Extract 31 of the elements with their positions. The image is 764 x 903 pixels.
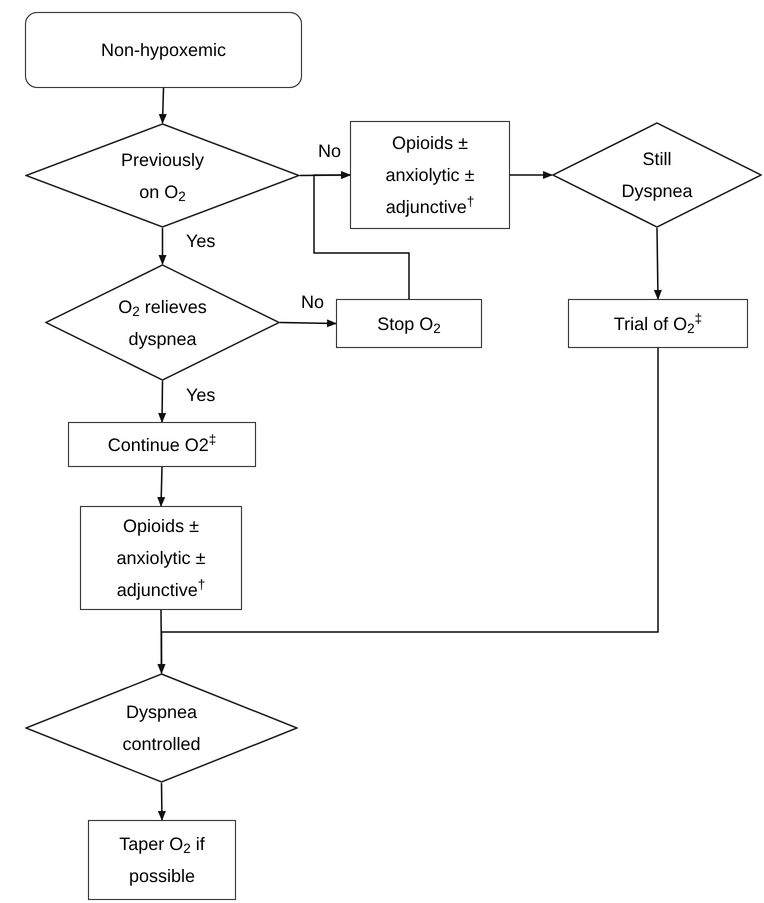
arrow bbox=[313, 171, 410, 299]
node-text: Previously on O$_{2}$ bbox=[120, 148, 206, 206]
node-text: Still Dyspnea bbox=[620, 148, 694, 203]
process-box bbox=[80, 506, 242, 610]
arrow bbox=[158, 380, 166, 423]
arrow bbox=[654, 228, 662, 300]
arrow bbox=[157, 466, 166, 507]
node-text: Dyspnea controlled bbox=[121, 701, 202, 756]
node-text: Continue O2$^{‡}$ bbox=[108, 430, 216, 456]
process-box bbox=[350, 121, 510, 229]
arrow bbox=[158, 782, 166, 821]
process-box bbox=[336, 299, 482, 348]
process-box bbox=[88, 820, 236, 900]
process-box bbox=[68, 422, 256, 467]
arrow bbox=[158, 228, 166, 265]
node-text: Non-hypoxemic bbox=[100, 39, 226, 62]
decision-diamond bbox=[45, 264, 280, 381]
arrow bbox=[157, 610, 166, 674]
node-text: Stop O$_{2}$ bbox=[377, 312, 441, 338]
decision-diamond bbox=[552, 122, 762, 228]
node-text: Opioids ± anxiolytic ± adjunctive$^{†}$ bbox=[116, 515, 206, 602]
node-text: O$_{2}$ relieves dyspnea bbox=[117, 296, 208, 351]
node-text: Opioids ± anxiolytic ± adjunctive$^{†}$ bbox=[384, 132, 476, 219]
process-box bbox=[568, 299, 748, 348]
start-box bbox=[25, 12, 302, 88]
decision-diamond bbox=[25, 123, 300, 228]
node-text: Taper O$_{2}$ if possible bbox=[118, 833, 206, 888]
arrow bbox=[280, 319, 337, 328]
arrow bbox=[510, 171, 553, 179]
arrow bbox=[158, 88, 167, 124]
decision-diamond bbox=[25, 673, 298, 783]
